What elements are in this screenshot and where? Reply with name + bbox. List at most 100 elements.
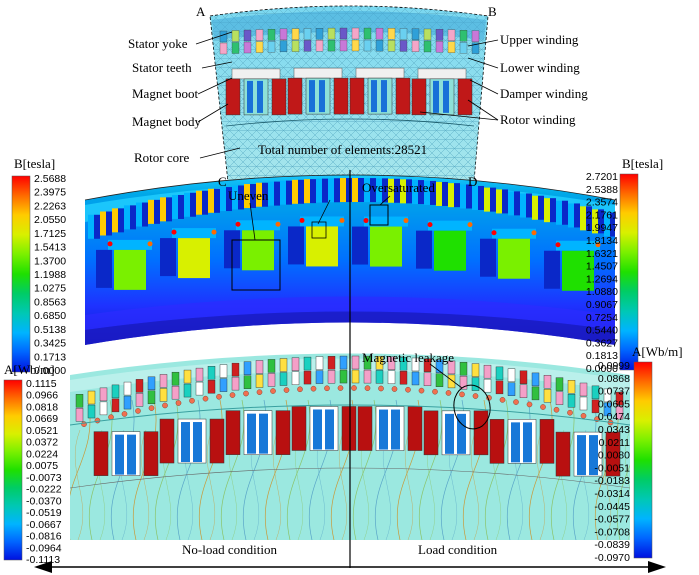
- stator-slot: [130, 205, 136, 230]
- rotor-winding-coil: [423, 410, 439, 456]
- colorbar-b-right-title: B[tesla]: [622, 156, 663, 171]
- lower-winding-coil: [231, 42, 240, 54]
- upper-winding-coil: [519, 370, 528, 384]
- flux-stator-teeth: [88, 178, 615, 239]
- damper-bar: [459, 391, 465, 398]
- colorbar-tick-label: 0.6850: [34, 310, 66, 322]
- stator-slot: [514, 191, 520, 216]
- contour-line: [70, 399, 91, 540]
- lower-winding-coil: [195, 381, 204, 396]
- saturation-spot: [147, 241, 153, 247]
- damper-bar: [256, 389, 263, 395]
- stator-slot: [358, 178, 364, 203]
- interpole-region: [352, 226, 368, 265]
- rotor-core-boundary: [225, 118, 475, 127]
- stator-tooth: [112, 208, 118, 233]
- upper-winding-coil: [375, 27, 384, 40]
- stator-slot: [478, 185, 484, 210]
- stator-tooth: [400, 179, 406, 204]
- colorbar-tick-label: 0.0737: [598, 386, 630, 398]
- damper-bar: [567, 409, 573, 416]
- colorbar-tick-label: 1.8134: [586, 235, 618, 247]
- colorbar-tick-label: 0.0080: [598, 450, 630, 462]
- oversaturated-highlight-box: [369, 204, 389, 226]
- rotor-winding-coil: [181, 422, 190, 463]
- stator-tooth: [496, 189, 502, 214]
- upper-winding-coil: [291, 357, 300, 371]
- rotor-winding-coil: [555, 431, 571, 477]
- stator-tooth: [352, 178, 358, 203]
- interpole-region: [96, 249, 112, 288]
- interpole-region: [160, 238, 176, 277]
- pole-body: [242, 230, 274, 271]
- upper-winding-coil: [315, 28, 324, 40]
- lower-winding-coil: [279, 372, 288, 386]
- contour-line: [536, 429, 546, 540]
- lower-winding-coil: [387, 40, 396, 52]
- colorbar-tick-label: 0.3425: [34, 338, 66, 350]
- damper-bar: [81, 421, 87, 427]
- colorbar-tick-label: -0.0708: [594, 526, 630, 538]
- stator-tooth: [544, 198, 550, 223]
- damper-bar: [243, 390, 249, 397]
- upper-winding-coil: [255, 360, 264, 374]
- upper-winding-coil: [159, 374, 168, 388]
- saturation-spot: [595, 242, 601, 248]
- lower-winding-coil: [87, 404, 96, 419]
- magnet-boot: [231, 68, 281, 80]
- stator-tooth: [448, 183, 454, 208]
- upper-winding-coil: [507, 368, 516, 382]
- upper-winding-coil: [555, 377, 564, 391]
- stator-slot: [190, 192, 196, 217]
- colorbar-tick-label: 0.0966: [26, 390, 58, 402]
- mesh-panel: A B Total number of elements:28521 Stato…: [128, 4, 588, 183]
- pole-shoe: [492, 228, 536, 239]
- lower-winding-coil: [255, 41, 264, 53]
- pole-body: [434, 230, 466, 271]
- colorbar-tick-label: 1.6321: [586, 248, 618, 260]
- colorbar-tick-label: 0.0343: [598, 424, 630, 436]
- label-no-load-condition: No-load condition: [182, 542, 277, 557]
- upper-winding-coil: [351, 355, 360, 370]
- colorbar-tick-label: 2.2263: [34, 200, 66, 212]
- annotation-oversaturated: Oversaturated: [362, 180, 435, 195]
- damper-bar: [310, 385, 317, 392]
- stator-tooth: [268, 181, 274, 206]
- lower-winding-coil: [291, 371, 300, 385]
- stator-slot: [106, 211, 112, 236]
- stator-slot: [334, 178, 340, 203]
- colorbar-b-right: B[tesla] 2.72012.53882.35742.17611.99471…: [586, 156, 663, 375]
- damper-bar: [202, 395, 209, 402]
- damper-bar: [378, 385, 384, 392]
- lower-winding-coil: [243, 41, 252, 54]
- interpole-region: [544, 250, 560, 289]
- colorbar-tick-label: 2.3975: [34, 187, 66, 199]
- upper-winding-coil: [183, 369, 192, 384]
- colorbar-a-left: A[Wb/m] 0.11150.09660.08180.06690.05210.…: [3, 362, 62, 566]
- magnet-boot: [293, 67, 343, 79]
- saturation-spot: [275, 221, 281, 227]
- rotor-winding-coil: [411, 78, 427, 116]
- colorbar-tick-label: 0.0669: [26, 413, 58, 425]
- lower-winding-coil: [339, 39, 348, 52]
- lower-winding-coil: [567, 394, 576, 408]
- rotor-winding-coil: [341, 406, 357, 451]
- damper-bar: [135, 408, 141, 414]
- contour-line: [140, 429, 150, 540]
- colorbar-tick-label: -0.0577: [594, 514, 630, 526]
- stator-slot: [394, 178, 400, 203]
- lower-winding-coil: [303, 40, 312, 52]
- upper-winding-coil: [471, 30, 480, 42]
- upper-winding-coil: [303, 356, 312, 371]
- label-magnet-boot: Magnet boot: [132, 86, 198, 101]
- stator-slot: [610, 212, 615, 237]
- stator-tooth: [220, 187, 226, 212]
- rotor-winding-coil: [407, 406, 423, 451]
- lower-winding-coil: [603, 402, 612, 417]
- lower-winding-coil: [411, 40, 420, 52]
- damper-bar: [445, 390, 452, 396]
- rotor-winding-coil: [391, 409, 400, 450]
- colorbar-tick-label: 0.0868: [598, 373, 630, 385]
- stator-slot: [214, 188, 220, 213]
